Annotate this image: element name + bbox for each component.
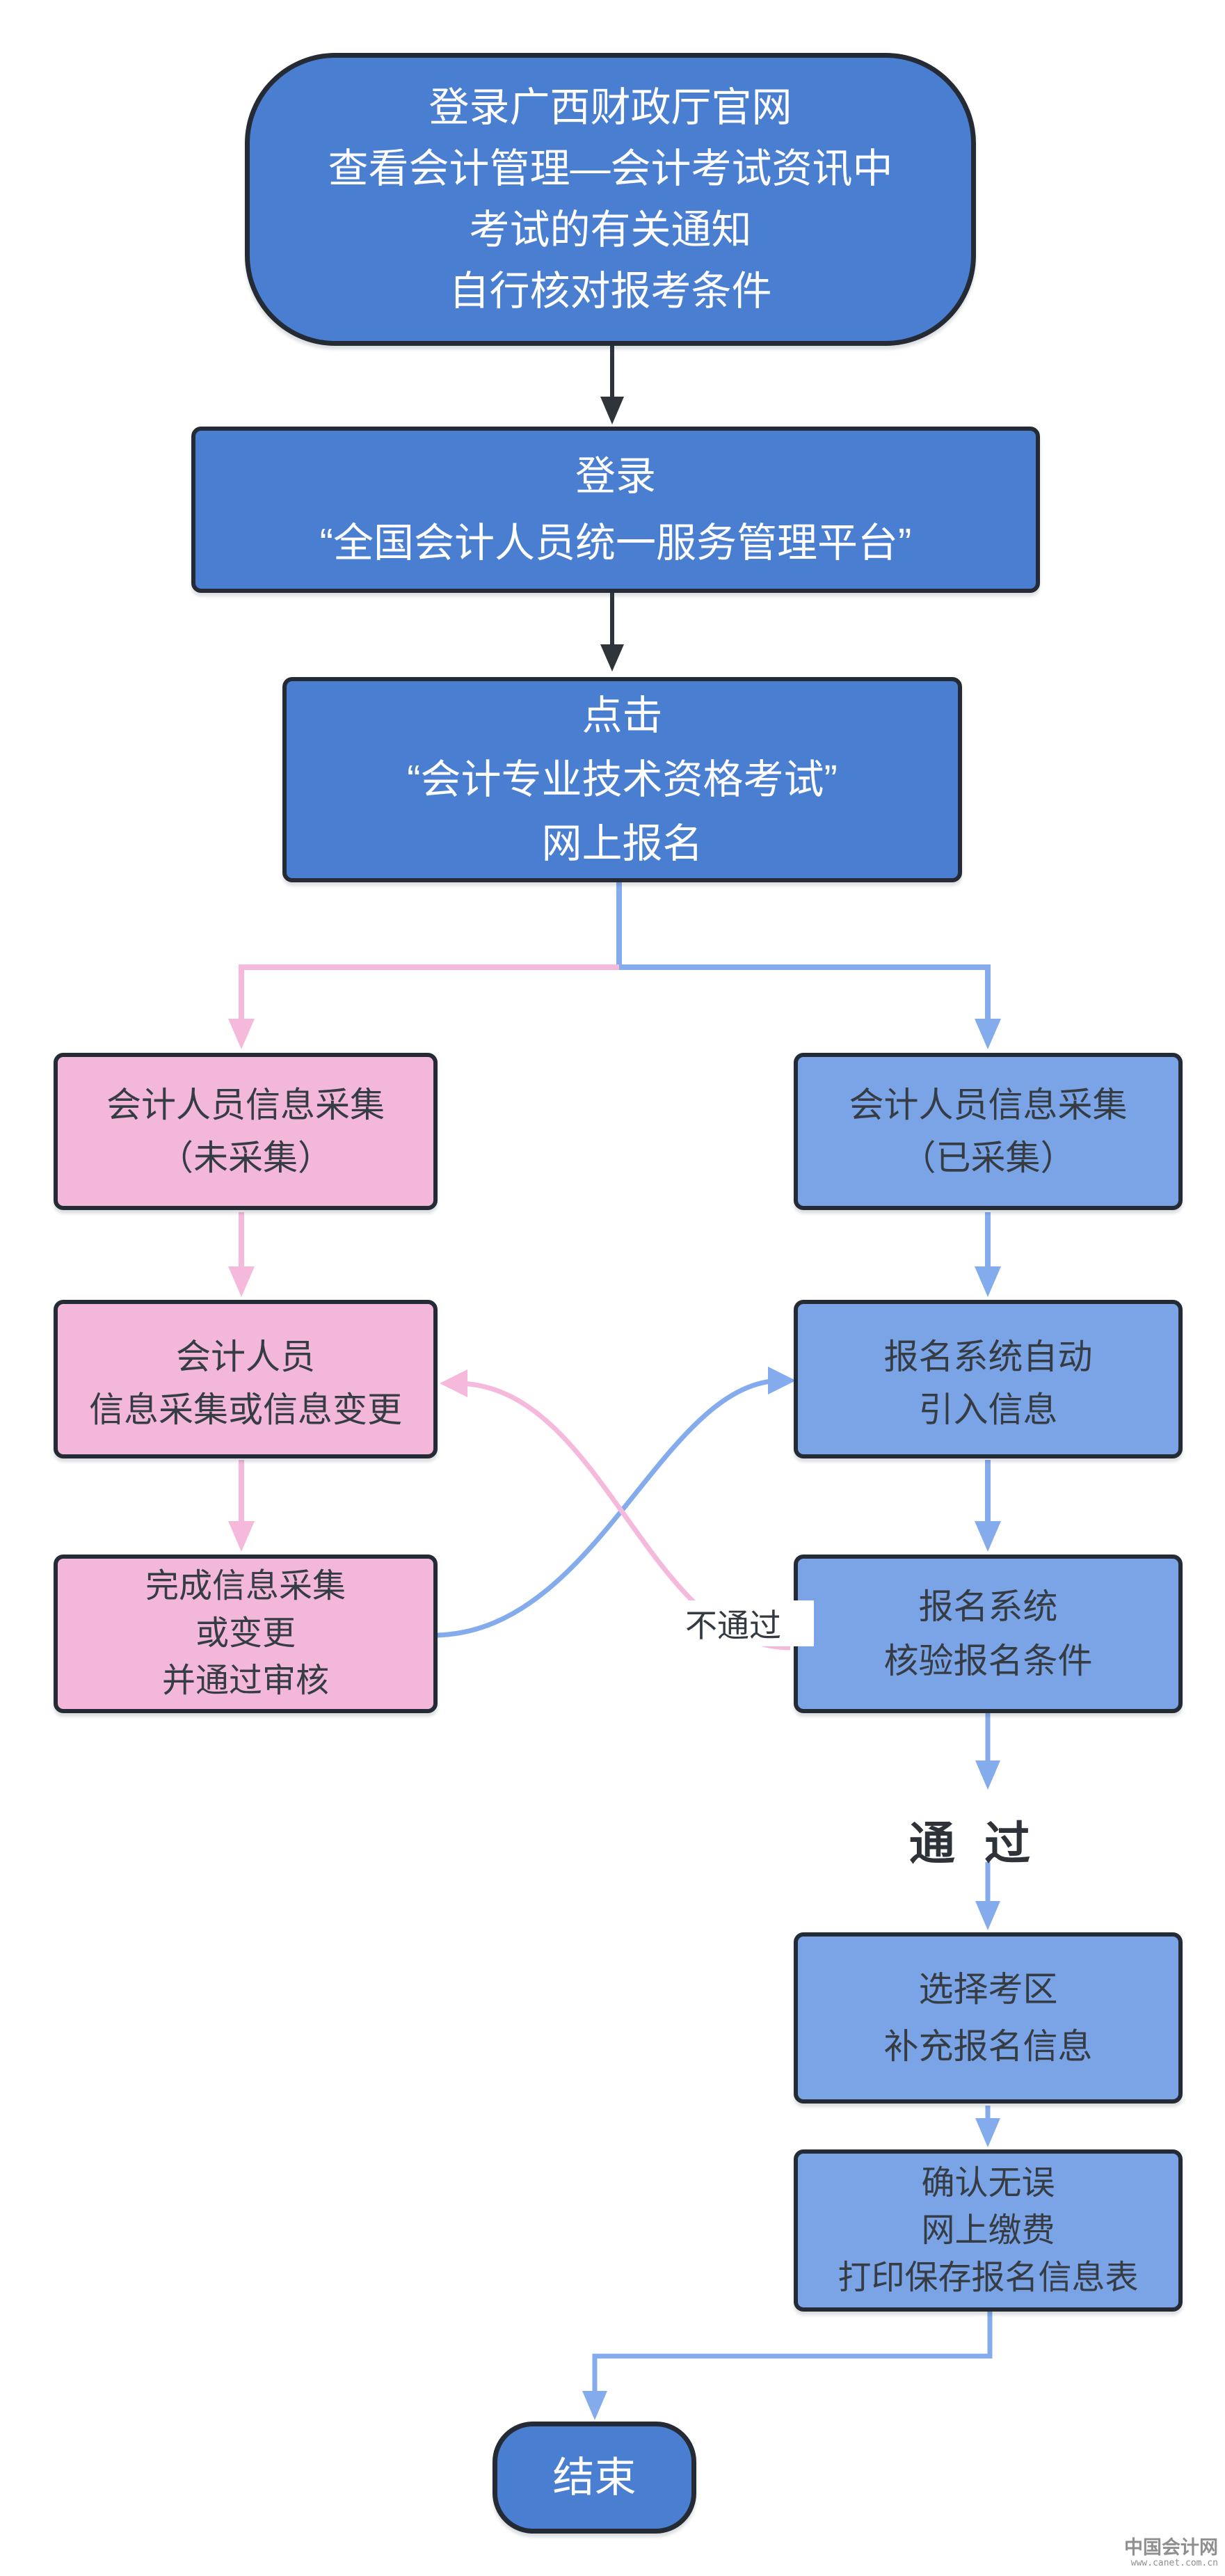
node-line: 报名系统自动 bbox=[883, 1337, 1093, 1376]
watermark: 中国会计网 www.canet.com.cn bbox=[1124, 2537, 1218, 2569]
arrow-confirm-to-end bbox=[582, 2312, 993, 2420]
node-line: 补充报名信息 bbox=[883, 2027, 1093, 2066]
node-line: （未采集） bbox=[159, 1138, 333, 1177]
node-collect-not-done: 会计人员信息采集 （未采集） bbox=[54, 1053, 438, 1210]
node-line: 会计人员信息采集 bbox=[106, 1086, 385, 1124]
node-start-line: 查看会计管理—会计考试资讯中 bbox=[328, 145, 893, 191]
node-auto-import: 报名系统自动 引入信息 bbox=[794, 1300, 1183, 1458]
node-choose-area: 选择考区 补充报名信息 bbox=[794, 1932, 1183, 2104]
branch-split-connector bbox=[228, 882, 1001, 1049]
node-login-platform: 登录 “全国会计人员统一服务管理平台” bbox=[191, 427, 1040, 593]
node-line: 结束 bbox=[552, 2454, 636, 2501]
arrow-collectdone-to-import bbox=[975, 1212, 1001, 1297]
arrow-pass-to-choosearea bbox=[975, 1862, 1000, 1930]
node-line: 会计人员 bbox=[176, 1337, 315, 1376]
node-start-line: 自行核对报考条件 bbox=[449, 268, 772, 314]
node-line: 会计人员信息采集 bbox=[849, 1086, 1128, 1124]
arrow-collectno-to-change bbox=[228, 1212, 255, 1297]
pass-label: 通 过 bbox=[908, 1818, 1039, 1869]
arrow-import-to-verify bbox=[975, 1460, 1001, 1552]
node-line: 完成信息采集 bbox=[145, 1568, 346, 1605]
node-login-line: “全国会计人员统一服务管理平台” bbox=[319, 520, 912, 566]
node-start: 登录广西财政厅官网 查看会计管理—会计考试资讯中 考试的有关通知 自行核对报考条… bbox=[245, 53, 976, 346]
node-click-line: 点击 bbox=[582, 692, 663, 738]
node-end: 结束 bbox=[493, 2422, 696, 2534]
node-line: （已采集） bbox=[901, 1138, 1075, 1177]
arrow-login-to-click bbox=[600, 593, 624, 671]
curve-complete-to-import bbox=[432, 1367, 796, 1638]
fail-label: 不通过 bbox=[652, 1600, 814, 1646]
watermark-url: www.canet.com.cn bbox=[1130, 2558, 1218, 2569]
node-start-line: 考试的有关通知 bbox=[469, 207, 752, 253]
node-line: 信息采集或信息变更 bbox=[89, 1390, 402, 1429]
arrow-choosearea-to-confirm bbox=[975, 2106, 1000, 2147]
node-click-line: 网上报名 bbox=[541, 820, 703, 866]
node-line: 网上缴费 bbox=[921, 2211, 1055, 2249]
node-line: 确认无误 bbox=[921, 2164, 1055, 2202]
arrow-start-to-login bbox=[600, 346, 624, 424]
node-line: 选择考区 bbox=[918, 1970, 1058, 2009]
node-click-register: 点击 “会计专业技术资格考试” 网上报名 bbox=[282, 677, 962, 882]
node-login-line: 登录 bbox=[575, 453, 656, 499]
node-collect-or-change: 会计人员 信息采集或信息变更 bbox=[54, 1300, 438, 1458]
node-line: 报名系统 bbox=[918, 1587, 1058, 1626]
arrow-change-to-complete bbox=[228, 1460, 255, 1552]
node-line: 引入信息 bbox=[918, 1390, 1058, 1429]
node-confirm-pay: 确认无误 网上缴费 打印保存报名信息表 bbox=[794, 2149, 1183, 2312]
node-complete-collect: 完成信息采集 或变更 并通过审核 bbox=[54, 1555, 438, 1713]
watermark-site: 中国会计网 bbox=[1124, 2537, 1218, 2558]
node-line: 打印保存报名信息表 bbox=[838, 2259, 1139, 2296]
node-line: 或变更 bbox=[195, 1615, 296, 1652]
node-verify-conditions: 报名系统 核验报名条件 bbox=[794, 1555, 1183, 1713]
node-line: 核验报名条件 bbox=[883, 1641, 1093, 1680]
node-click-line: “会计专业技术资格考试” bbox=[407, 756, 838, 802]
node-start-line: 登录广西财政厅官网 bbox=[429, 84, 792, 130]
arrow-verify-to-pass bbox=[975, 1713, 1000, 1790]
node-line: 并通过审核 bbox=[161, 1662, 329, 1699]
node-collect-done: 会计人员信息采集 （已采集） bbox=[794, 1053, 1183, 1210]
